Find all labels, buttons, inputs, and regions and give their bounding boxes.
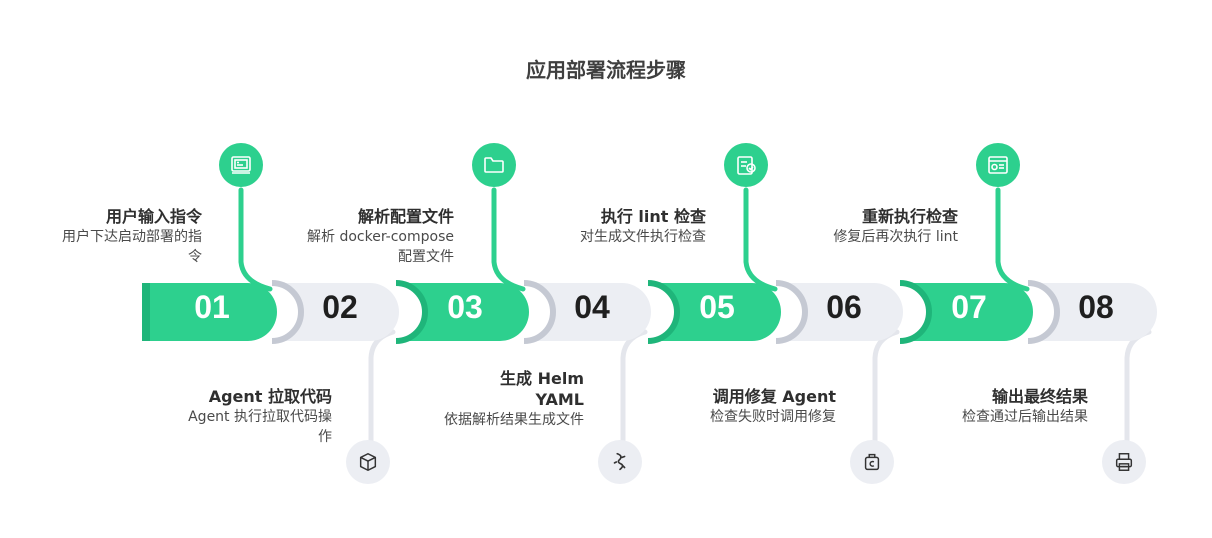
step-number-02: 02	[322, 289, 358, 325]
step-desc: 修复后再次执行 lint	[833, 229, 958, 245]
connector-08	[1124, 329, 1152, 443]
step-number-01: 01	[194, 289, 230, 325]
step-title: 生成 Helm YAML	[500, 369, 584, 409]
step-desc: 解析 docker-compose 配置文件	[307, 229, 454, 265]
connector-06	[872, 329, 900, 443]
step-number-06: 06	[826, 289, 862, 325]
step-title: 用户输入指令	[105, 207, 202, 226]
step-number-08: 08	[1078, 289, 1114, 325]
step-label-02: Agent 拉取代码 Agent 执行拉取代码操作	[182, 386, 332, 447]
step-number-04: 04	[574, 289, 610, 325]
step-title: Agent 拉取代码	[208, 387, 332, 406]
connector-02	[368, 329, 396, 443]
document-icon	[976, 143, 1020, 187]
step-number-03: 03	[447, 289, 483, 325]
box-icon	[346, 440, 390, 484]
segment-05	[647, 280, 781, 344]
segment-03	[395, 280, 529, 344]
step-label-08: 输出最终结果 检查通过后输出结果	[938, 386, 1088, 427]
step-title: 解析配置文件	[357, 207, 454, 226]
step-desc: 检查通过后输出结果	[962, 409, 1088, 425]
page-title: 应用部署流程步骤	[526, 58, 686, 82]
step-number-05: 05	[699, 289, 735, 325]
terminal-icon	[219, 143, 263, 187]
step-title: 调用修复 Agent	[712, 387, 836, 406]
segment-04	[523, 280, 651, 344]
step-label-05: 执行 lint 检查 对生成文件执行检查	[556, 206, 706, 247]
step-desc: 用户下达启动部署的指令	[62, 229, 202, 265]
folder-icon	[472, 143, 516, 187]
connector-01	[238, 187, 273, 292]
step-label-03: 解析配置文件 解析 docker-compose 配置文件	[304, 206, 454, 267]
segment-06	[775, 280, 903, 344]
repair-icon	[850, 440, 894, 484]
step-title: 重新执行检查	[861, 207, 958, 226]
step-desc: 对生成文件执行检查	[580, 229, 706, 245]
step-desc: Agent 执行拉取代码操作	[188, 409, 332, 445]
printer-icon	[1102, 440, 1146, 484]
step-number-07: 07	[951, 289, 987, 325]
step-label-07: 重新执行检查 修复后再次执行 lint	[808, 206, 958, 247]
helm-icon	[598, 440, 642, 484]
step-desc: 依据解析结果生成文件	[444, 412, 584, 428]
segment-07	[899, 280, 1033, 344]
connector-07	[995, 187, 1030, 292]
segment-02	[271, 280, 399, 344]
step-title: 输出最终结果	[991, 387, 1088, 406]
step-label-06: 调用修复 Agent 检查失败时调用修复	[686, 386, 836, 427]
connector-03	[491, 187, 526, 292]
connector-05	[743, 187, 778, 292]
segment-08	[1027, 280, 1157, 344]
step-label-04: 生成 Helm YAML 依据解析结果生成文件	[434, 368, 584, 430]
grey-segments	[271, 280, 1157, 344]
connector-04	[620, 329, 648, 443]
segment-01	[142, 283, 277, 341]
step-title: 执行 lint 检查	[600, 207, 706, 226]
step-desc: 检查失败时调用修复	[710, 409, 836, 425]
step-label-01: 用户输入指令 用户下达启动部署的指令	[52, 206, 202, 267]
green-segments	[142, 280, 1033, 344]
checklist-icon	[724, 143, 768, 187]
